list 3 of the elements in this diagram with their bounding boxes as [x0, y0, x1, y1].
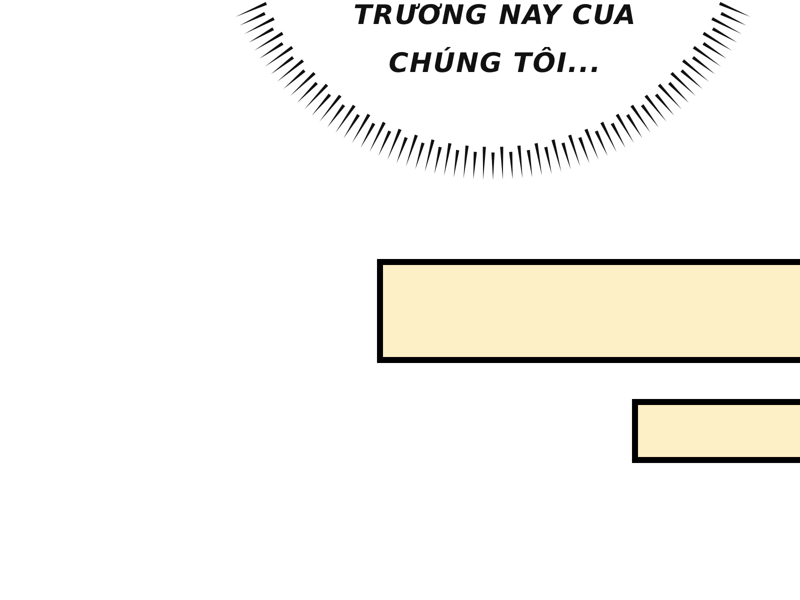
speech-text: TRƯƠNG NAY CUA CHÚNG TÔI...	[352, 0, 638, 81]
caption-box	[377, 259, 800, 363]
caption-box	[632, 399, 800, 463]
